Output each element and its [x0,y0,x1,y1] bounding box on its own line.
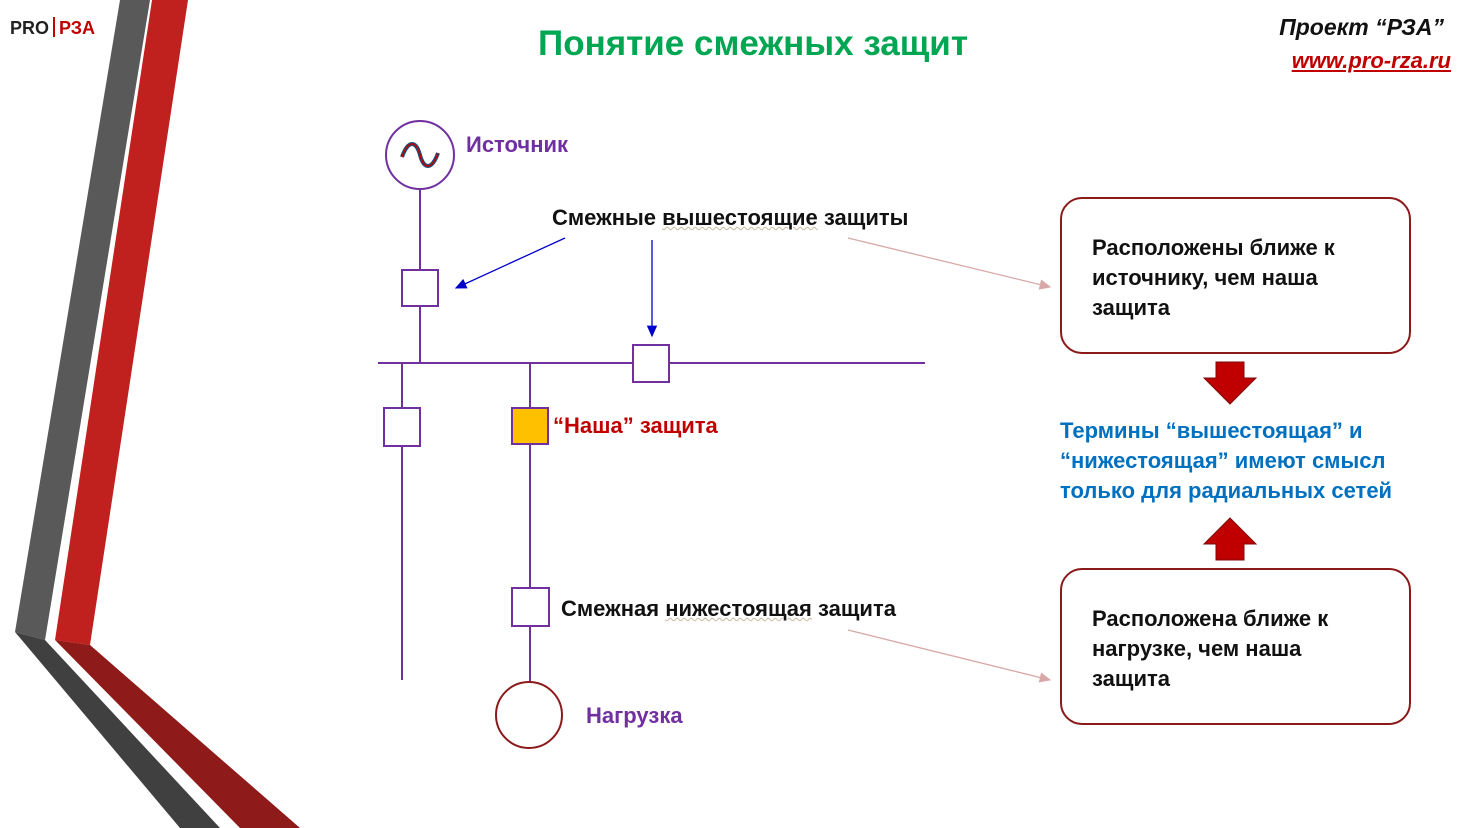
project-name: Проект “РЗА” [1279,14,1444,40]
downstream-label-part3: защита [811,596,896,621]
upstream-label-keyword: вышестоящие [662,205,818,230]
our-protection [511,407,549,445]
downstream-protection [511,587,550,627]
upstream-protection-2 [632,344,670,383]
source-label: Источник [466,132,569,157]
up-arrow-icon [1202,517,1258,561]
arrow-to-upstream-1 [454,237,566,289]
connector-lower-box [847,629,1052,683]
page-title: Понятие смежных защит [538,24,968,63]
upstream-label-part1: Смежные [552,205,663,230]
logo-rza: РЗА [59,18,96,38]
upstream-protections-label: Смежные вышестоящие защиты [552,205,908,231]
connector-upper-box [847,237,1052,290]
logo-divider [53,17,56,37]
upstream-label-part3: защиты [817,205,909,230]
our-protection-label: “Наша” защита [553,413,718,439]
downstream-protection-label: Смежная нижестоящая защита [561,596,896,622]
downstream-label-part1: Смежная [561,596,666,621]
upstream-explanation-box: Расположены ближе к источнику, чем наша … [1060,197,1411,354]
parallel-feeder-protection [383,407,421,447]
terms-note: Термины “вышестоящая” и “нижестоящая” им… [1060,418,1393,503]
downstream-explanation-box: Расположена ближе к нагрузке, чем наша з… [1060,568,1411,725]
logo-pro: PRO [10,18,50,38]
downstream-label-keyword: нижестоящая [665,596,812,621]
upstream-protection-1 [401,269,439,307]
our-label-quoted: “Наша” [553,413,634,438]
logo: PRO РЗА [10,17,95,39]
website-link[interactable]: www.pro-rza.ru [1291,48,1451,73]
source-generator-icon [385,120,455,190]
load-label: Нагрузка [586,703,683,728]
down-arrow-icon [1202,361,1258,405]
our-label-rest: защита [633,413,718,438]
load-circle [495,681,563,749]
